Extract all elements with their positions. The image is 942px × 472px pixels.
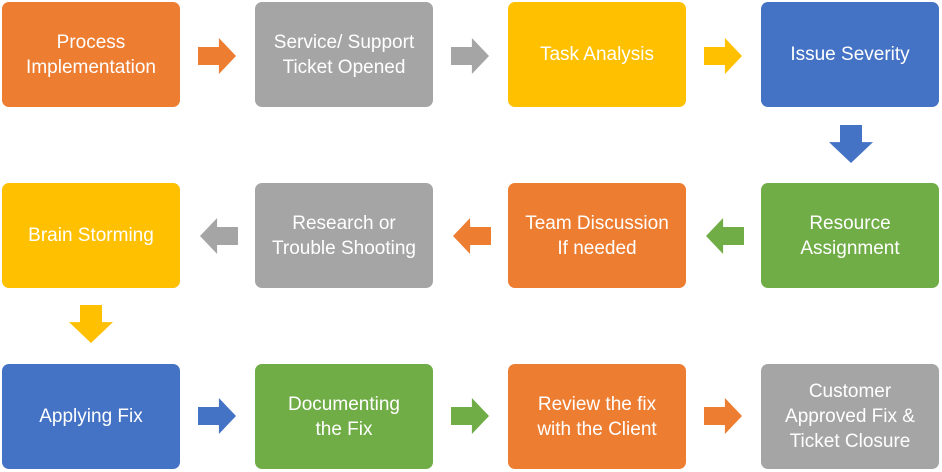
- step-label: Documenting the Fix: [288, 393, 400, 440]
- step-label: Customer Approved Fix & Ticket Closure: [785, 381, 915, 452]
- step-process-implementation: Process Implementation: [2, 2, 180, 107]
- step-label: Brain Storming: [28, 225, 154, 246]
- arrow-right-icon: [198, 38, 236, 74]
- step-task-analysis: Task Analysis: [508, 2, 686, 107]
- step-label: Issue Severity: [790, 44, 910, 65]
- arrow-left-icon: [706, 218, 744, 254]
- step-label: Review the fix with the Client: [537, 393, 657, 440]
- step-label: Process Implementation: [26, 31, 156, 78]
- step-label: Resource Assignment: [800, 212, 900, 259]
- step-documenting-fix: Documenting the Fix: [255, 364, 433, 469]
- step-label: Research or Trouble Shooting: [271, 212, 416, 259]
- step-research-troubleshooting: Research or Trouble Shooting: [255, 183, 433, 288]
- step-label: Task Analysis: [539, 44, 655, 65]
- step-brain-storming: Brain Storming: [2, 183, 180, 288]
- step-review-with-client: Review the fix with the Client: [508, 364, 686, 469]
- arrow-left-icon: [453, 218, 491, 254]
- arrow-down-icon: [829, 125, 873, 163]
- arrow-right-icon: [451, 38, 489, 74]
- step-label: Team Discussion If needed: [525, 212, 669, 259]
- step-resource-assignment: Resource Assignment: [761, 183, 939, 288]
- step-applying-fix: Applying Fix: [2, 364, 180, 469]
- arrow-left-icon: [200, 218, 238, 254]
- arrow-right-icon: [451, 398, 489, 434]
- arrow-right-icon: [198, 398, 236, 434]
- step-label: Applying Fix: [39, 406, 143, 427]
- arrow-right-icon: [704, 398, 742, 434]
- arrow-down-icon: [69, 305, 113, 343]
- arrow-right-icon: [704, 38, 742, 74]
- step-team-discussion: Team Discussion If needed: [508, 183, 686, 288]
- step-ticket-opened: Service/ Support Ticket Opened: [255, 2, 433, 107]
- step-issue-severity: Issue Severity: [761, 2, 939, 107]
- step-customer-approved-closure: Customer Approved Fix & Ticket Closure: [761, 364, 939, 469]
- step-label: Service/ Support Ticket Opened: [273, 31, 415, 78]
